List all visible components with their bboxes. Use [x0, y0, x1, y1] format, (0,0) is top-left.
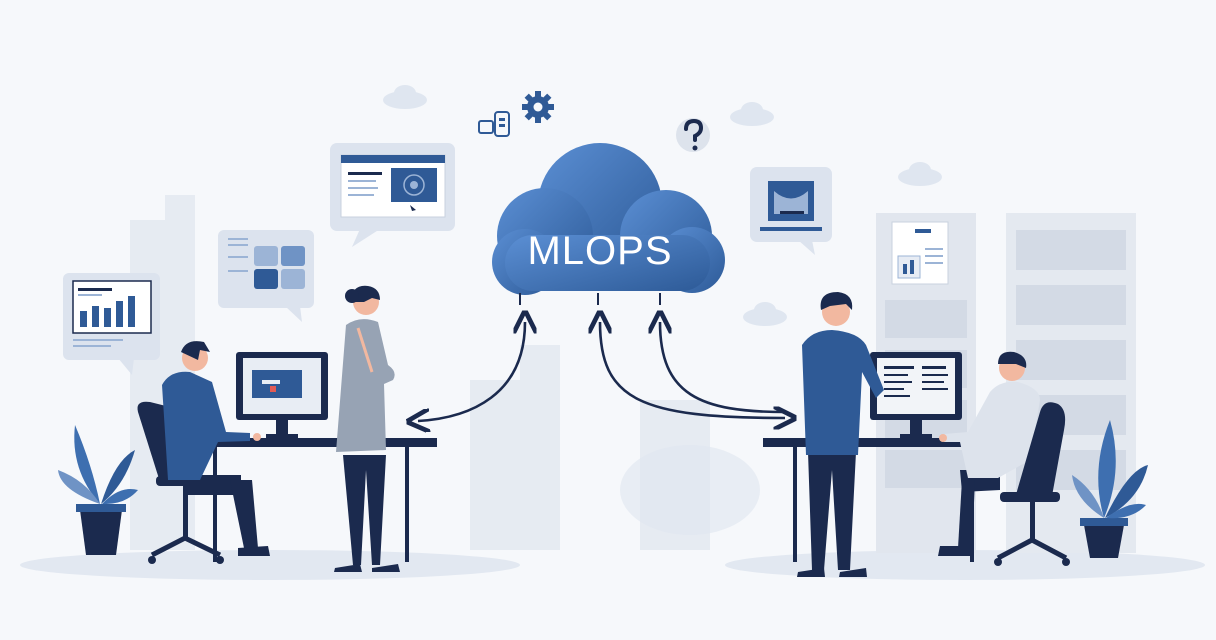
potted-plant-icon [58, 425, 138, 555]
cloud-connectors [519, 293, 661, 305]
grid-speech-bubble [218, 230, 314, 322]
left-desk [205, 438, 437, 562]
right-monitor [870, 352, 962, 438]
monitor-speech-bubble [750, 167, 832, 255]
seated-person-right [938, 351, 1040, 556]
standing-person-woman [334, 285, 400, 572]
seated-person-left [162, 341, 270, 556]
device-icons [478, 111, 510, 137]
standing-person-man [797, 292, 884, 577]
gear-icon [522, 91, 554, 123]
data-flow-arrows [418, 322, 785, 421]
bar-chart-icon [80, 296, 135, 327]
mlops-cloud: MLOPS [492, 143, 725, 295]
document-speech-bubble [330, 143, 455, 247]
floor-shadow-left [20, 550, 520, 580]
decor-clouds [383, 85, 942, 535]
left-monitor [236, 352, 328, 438]
right-office-chair [994, 402, 1070, 566]
chart-speech-bubble [63, 273, 160, 375]
brain-icon [403, 174, 425, 196]
potted-plant-icon [1072, 420, 1148, 558]
question-icon [676, 118, 710, 152]
cloud-label: MLOPS [527, 229, 672, 273]
